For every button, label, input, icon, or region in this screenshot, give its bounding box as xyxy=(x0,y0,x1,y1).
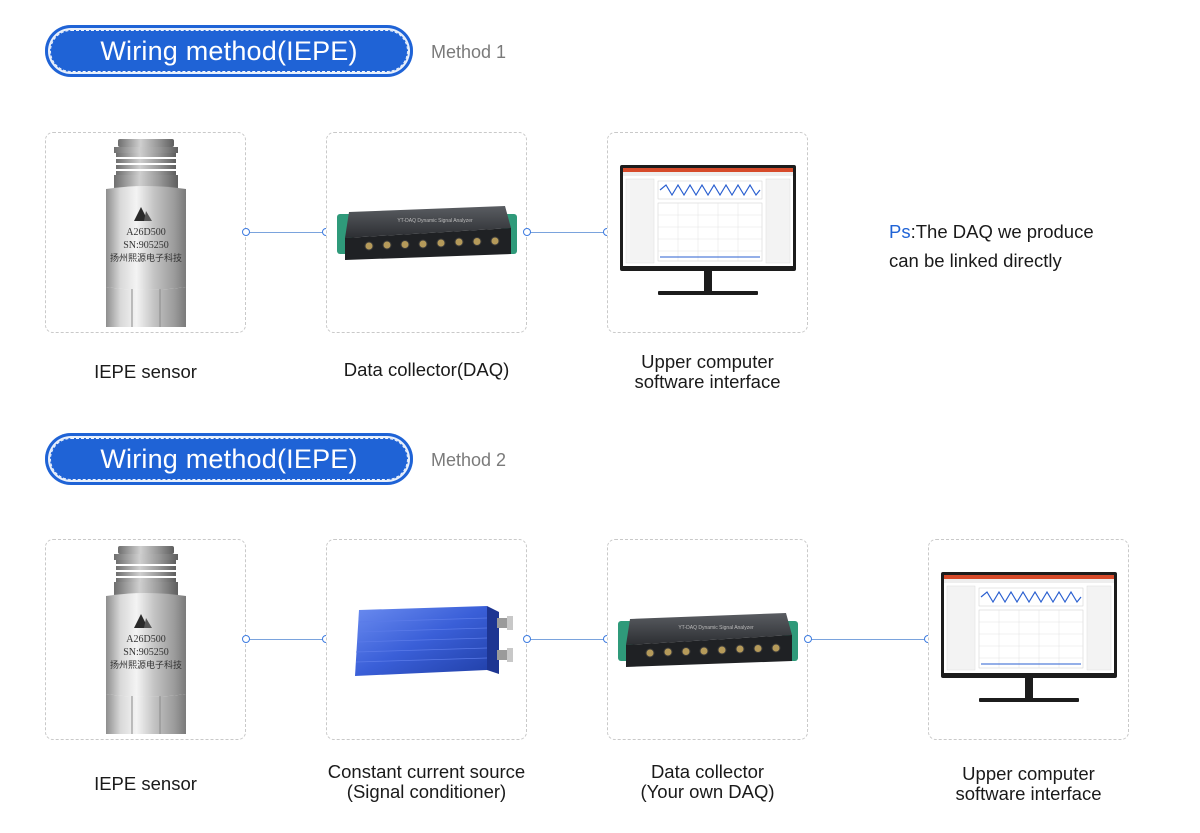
ps-line2: can be linked directly xyxy=(889,250,1062,271)
method1-title: Wiring method(IEPE) xyxy=(100,35,358,66)
sensor-model-text: A26D500 xyxy=(126,634,165,645)
caption-conditioner-line2: (Signal conditioner) xyxy=(346,781,507,802)
caption-software: Upper computer software interface xyxy=(597,352,818,392)
caption-software-line2: software interface xyxy=(955,783,1102,804)
caption-software-line1: Upper computer xyxy=(962,763,1095,784)
connector-line xyxy=(246,639,326,640)
monitor-image xyxy=(940,571,1117,702)
connector-dot xyxy=(523,228,531,236)
sensor-box: A26D500 SN:905250 扬州熙源电子科技 xyxy=(45,539,246,740)
sensor-model-text: A26D500 xyxy=(126,227,165,238)
daq-box: YT-DAQ Dynamic Signal Analyzer xyxy=(326,132,527,333)
connector-line xyxy=(808,639,928,640)
sensor-serial-text: SN:905250 xyxy=(123,240,169,251)
daq-box: YT-DAQ Dynamic Signal Analyzer xyxy=(607,539,808,740)
method2-label: Method 2 xyxy=(431,450,507,470)
ps-prefix: Ps xyxy=(889,221,911,242)
caption-software: Upper computer software interface xyxy=(918,764,1139,804)
signal-conditioner-image xyxy=(354,605,513,676)
daq-device-image: YT-DAQ Dynamic Signal Analyzer xyxy=(617,612,798,667)
caption-conditioner-line1: Constant current source xyxy=(327,761,526,782)
iepe-sensor-image: A26D500 SN:905250 扬州熙源电子科技 xyxy=(105,138,186,327)
method2-title-pill: Wiring method(IEPE) xyxy=(45,433,413,485)
monitor-image xyxy=(619,164,796,295)
connector-dot xyxy=(242,635,250,643)
software-box xyxy=(928,539,1129,740)
connector-dot xyxy=(242,228,250,236)
caption-daq: Data collector(DAQ) xyxy=(343,359,510,380)
sensor-serial-text: SN:905250 xyxy=(123,647,169,658)
sensor-maker-text: 扬州熙源电子科技 xyxy=(109,659,181,670)
caption-software-line2: software interface xyxy=(634,371,781,392)
software-box xyxy=(607,132,808,333)
connector-dot xyxy=(523,635,531,643)
daq-device-image: YT-DAQ Dynamic Signal Analyzer xyxy=(336,205,517,260)
caption-daq-own: Data collector (Your own DAQ) xyxy=(597,762,818,802)
method1-title-pill: Wiring method(IEPE) xyxy=(45,25,413,77)
ps-note: Ps:The DAQ we produce can be linked dire… xyxy=(889,217,1094,275)
connector-line xyxy=(527,639,607,640)
connector-dot xyxy=(804,635,812,643)
method1-label: Method 1 xyxy=(431,42,507,62)
method2-title: Wiring method(IEPE) xyxy=(100,443,358,474)
iepe-sensor-image: A26D500 SN:905250 扬州熙源电子科技 xyxy=(105,545,186,734)
conditioner-box xyxy=(326,539,527,740)
connector-line xyxy=(527,232,607,233)
caption-iepe-sensor: IEPE sensor xyxy=(94,361,197,382)
caption-daq-own-line1: Data collector xyxy=(650,761,765,782)
sensor-maker-text: 扬州熙源电子科技 xyxy=(109,252,181,263)
caption-iepe-sensor: IEPE sensor xyxy=(94,773,197,794)
daq-device-label: YT-DAQ Dynamic Signal Analyzer xyxy=(678,625,754,631)
caption-daq-own-line2: (Your own DAQ) xyxy=(640,781,775,802)
caption-conditioner: Constant current source (Signal conditio… xyxy=(306,762,547,802)
ps-line1: :The DAQ we produce xyxy=(910,221,1094,242)
daq-device-label: YT-DAQ Dynamic Signal Analyzer xyxy=(397,218,473,224)
caption-software-line1: Upper computer xyxy=(641,351,774,372)
connector-line xyxy=(246,232,326,233)
sensor-box: A26D500 SN:905250 扬州熙源电子科技 xyxy=(45,132,246,333)
